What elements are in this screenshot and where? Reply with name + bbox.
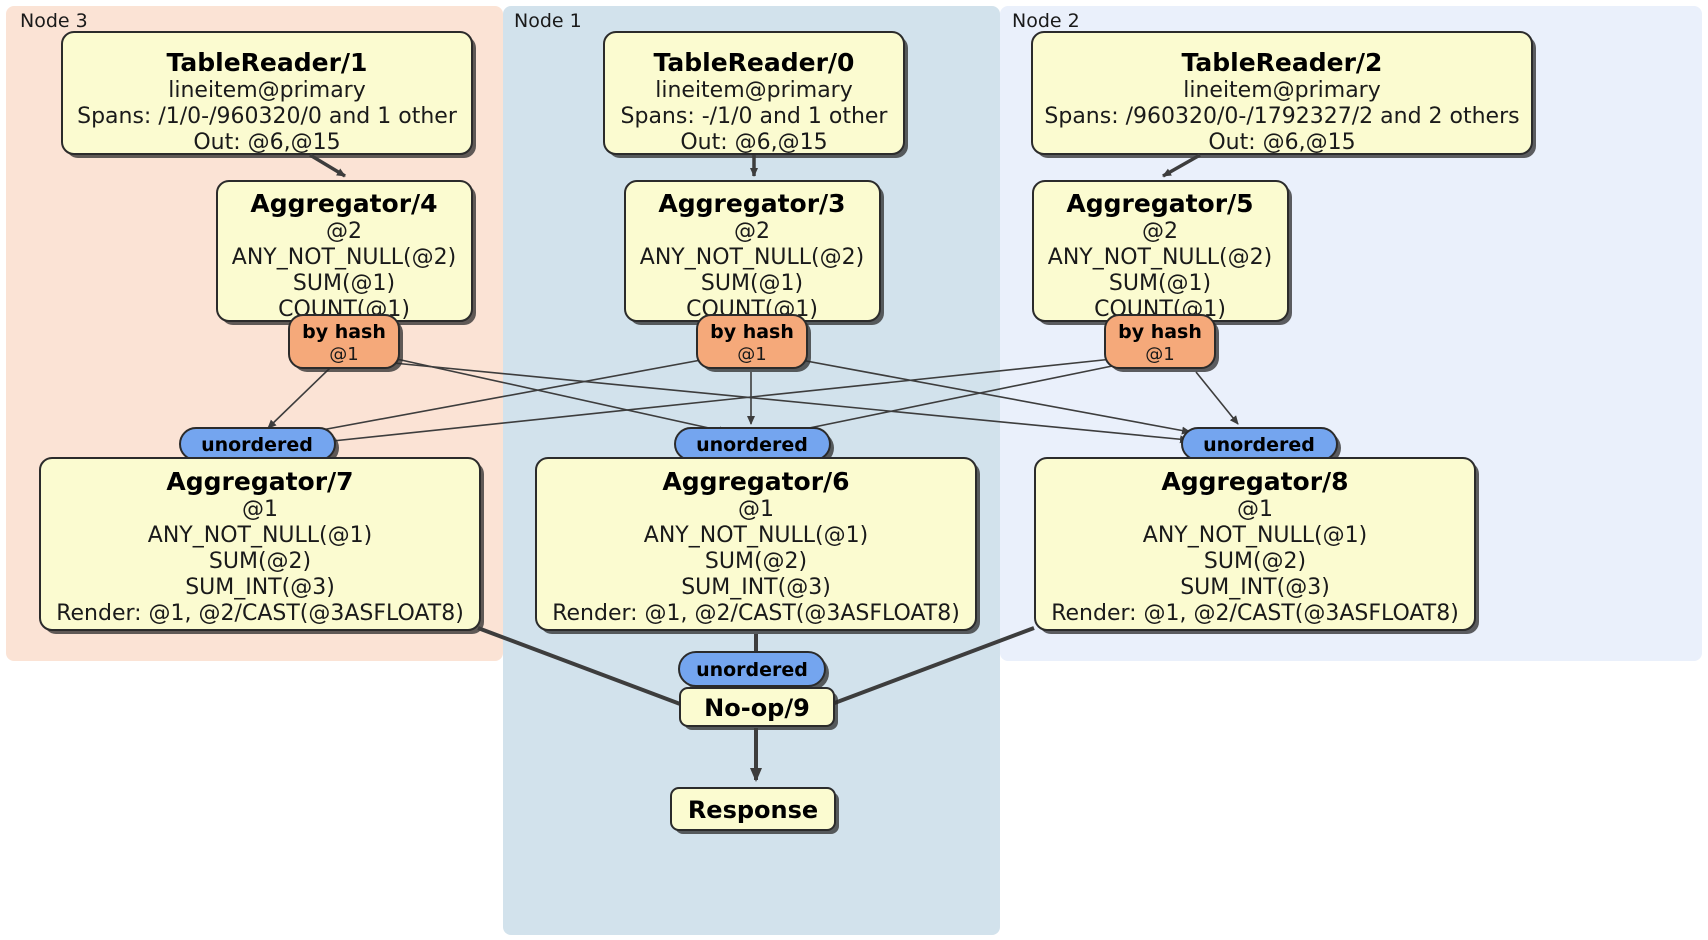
node-line: ANY_NOT_NULL(@1) (1143, 523, 1367, 548)
node-line: lineitem@primary (1183, 78, 1381, 103)
router-byhash-right[interactable]: by hash @1 (1104, 314, 1219, 372)
node-title: Aggregator/4 (250, 189, 437, 218)
node-line: Render: @1, @2/CAST(@3ASFLOAT8) (1051, 601, 1459, 626)
node-line: lineitem@primary (655, 78, 853, 103)
node-tablereader2[interactable]: TableReader/2 lineitem@primary Spans: /9… (1031, 31, 1536, 158)
node-title: Aggregator/3 (658, 189, 845, 218)
router-sublabel: @1 (1145, 344, 1174, 365)
node-title: Response (688, 796, 818, 824)
node-aggregator4[interactable]: Aggregator/4 @2 ANY_NOT_NULL(@2) SUM(@1)… (216, 180, 476, 325)
node-line: ANY_NOT_NULL(@2) (232, 245, 456, 270)
node-aggregator6[interactable]: Aggregator/6 @1 ANY_NOT_NULL(@1) SUM(@2)… (535, 457, 980, 634)
router-label: by hash (1118, 321, 1202, 343)
node-line: SUM_INT(@3) (1180, 575, 1330, 600)
node-line: ANY_NOT_NULL(@2) (1048, 245, 1272, 270)
router-label: by hash (710, 321, 794, 343)
node-title: Aggregator/6 (662, 467, 849, 496)
panel-label-node3: Node 3 (20, 10, 88, 32)
sync-unordered-center[interactable]: unordered (674, 427, 834, 464)
node-title: Aggregator/7 (166, 467, 353, 496)
node-aggregator5[interactable]: Aggregator/5 @2 ANY_NOT_NULL(@2) SUM(@1)… (1032, 180, 1292, 325)
node-line: Render: @1, @2/CAST(@3ASFLOAT8) (56, 601, 464, 626)
node-line: Spans: /960320/0-/1792327/2 and 2 others (1044, 104, 1519, 129)
node-aggregator8[interactable]: Aggregator/8 @1 ANY_NOT_NULL(@1) SUM(@2)… (1034, 457, 1479, 634)
node-line: Spans: /1/0-/960320/0 and 1 other (77, 104, 458, 129)
node-line: @1 (1237, 497, 1273, 522)
node-line: SUM_INT(@3) (185, 575, 335, 600)
node-title: TableReader/1 (167, 48, 368, 77)
panel-label-node2: Node 2 (1012, 10, 1080, 32)
node-title: TableReader/2 (1182, 48, 1383, 77)
sync-label: unordered (696, 659, 808, 681)
node-line: Out: @6,@15 (1208, 130, 1355, 155)
node-line: Spans: -/1/0 and 1 other (621, 104, 889, 129)
router-sublabel: @1 (329, 344, 358, 365)
node-line: SUM(@1) (701, 271, 803, 296)
node-line: @2 (734, 219, 770, 244)
node-line: ANY_NOT_NULL(@1) (148, 523, 372, 548)
node-noop9[interactable]: No-op/9 (679, 687, 838, 730)
node-line: @1 (242, 497, 278, 522)
node-response[interactable]: Response (670, 787, 839, 834)
sync-label: unordered (696, 434, 808, 456)
router-sublabel: @1 (737, 344, 766, 365)
node-line: SUM(@1) (1109, 271, 1211, 296)
sync-unordered-left[interactable]: unordered (179, 427, 339, 464)
node-title: TableReader/0 (654, 48, 855, 77)
node-line: lineitem@primary (168, 78, 366, 103)
router-label: by hash (302, 321, 386, 343)
node-line: Out: @6,@15 (680, 130, 827, 155)
panel-label-node1: Node 1 (514, 10, 582, 32)
node-line: SUM(@2) (1204, 549, 1306, 574)
node-line: ANY_NOT_NULL(@2) (640, 245, 864, 270)
node-line: @2 (1142, 219, 1178, 244)
node-title: Aggregator/8 (1161, 467, 1348, 496)
node-line: ANY_NOT_NULL(@1) (644, 523, 868, 548)
node-line: SUM(@2) (209, 549, 311, 574)
node-title: Aggregator/5 (1066, 189, 1253, 218)
node-aggregator3[interactable]: Aggregator/3 @2 ANY_NOT_NULL(@2) SUM(@1)… (624, 180, 884, 325)
node-line: @2 (326, 219, 362, 244)
edges-reader-to-aggregator (309, 153, 1201, 178)
sync-unordered-right[interactable]: unordered (1181, 427, 1341, 464)
node-line: SUM_INT(@3) (681, 575, 831, 600)
node-line: Render: @1, @2/CAST(@3ASFLOAT8) (552, 601, 960, 626)
node-line: SUM(@1) (293, 271, 395, 296)
sync-unordered-final[interactable]: unordered (678, 651, 829, 690)
node-tablereader0[interactable]: TableReader/0 lineitem@primary Spans: -/… (603, 31, 908, 158)
sync-label: unordered (201, 434, 313, 456)
router-byhash-center[interactable]: by hash @1 (696, 314, 811, 372)
node-line: Out: @6,@15 (193, 130, 340, 155)
router-byhash-left[interactable]: by hash @1 (288, 314, 403, 372)
sync-label: unordered (1203, 434, 1315, 456)
node-line: @1 (738, 497, 774, 522)
node-tablereader1[interactable]: TableReader/1 lineitem@primary Spans: /1… (61, 31, 476, 158)
mesh-edges (267, 355, 1239, 448)
node-title: No-op/9 (704, 694, 810, 722)
node-aggregator7[interactable]: Aggregator/7 @1 ANY_NOT_NULL(@1) SUM(@2)… (39, 457, 484, 634)
node-line: SUM(@2) (705, 549, 807, 574)
